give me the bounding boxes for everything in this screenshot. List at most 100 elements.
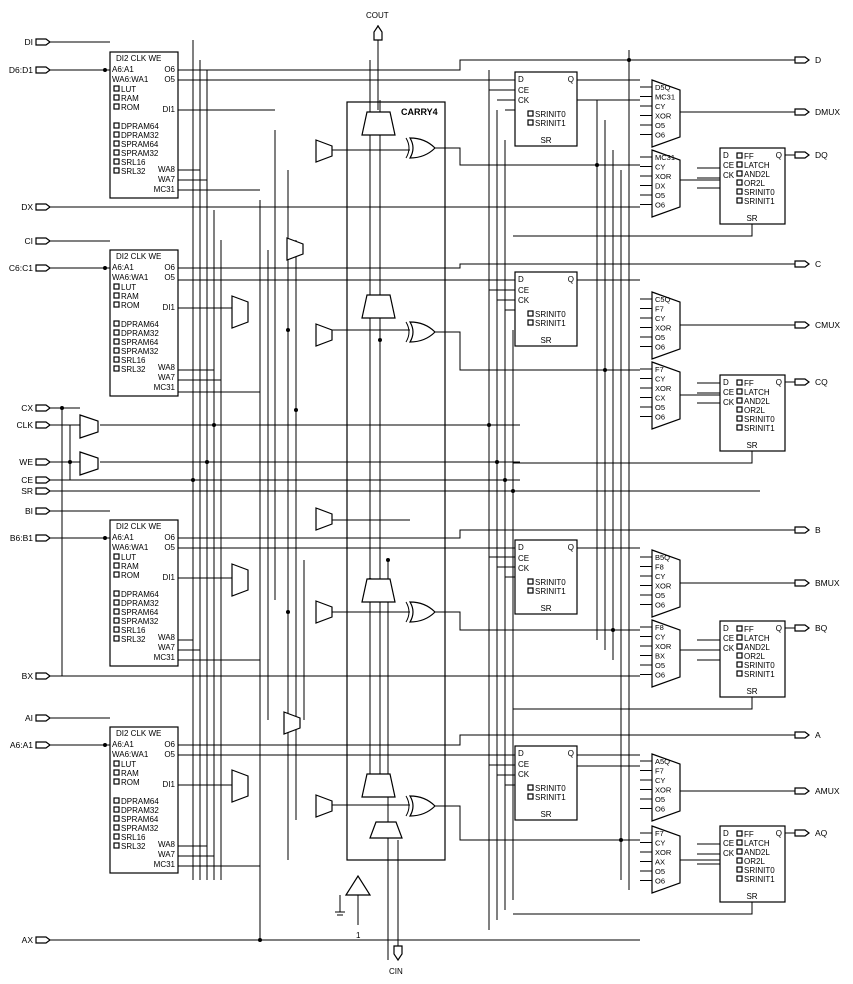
lut-top-ports: DI2 CLK WE [116, 729, 161, 738]
lut-option: DPRAM32 [121, 131, 159, 140]
mux-input-label: O6 [655, 413, 665, 422]
output-pin-cmux[interactable]: CMUX [794, 320, 840, 330]
input-pin-ai[interactable]: AI [25, 713, 51, 723]
input-pin-c6c1[interactable]: C6:C1 [9, 263, 51, 273]
output-pin-c[interactable]: C [794, 259, 821, 269]
input-label: CE [21, 475, 33, 485]
lut-option: ROM [121, 301, 140, 310]
ff-port: D [518, 275, 524, 284]
output-pin-aq[interactable]: AQ [794, 828, 828, 838]
small-mux [315, 600, 333, 624]
lut-block: DI2 CLK WEA6:A1WA6:WA1O6O5DI1LUTRAMROMDP… [109, 51, 179, 199]
mux-input-label: O6 [655, 201, 665, 210]
output-mux-group: D5QMC31CYXORO5O6C5QF7CYXORO5O6B5QF8CYXOR… [640, 79, 681, 894]
input-pin-bx[interactable]: BX [22, 671, 51, 681]
xor-gate [408, 601, 436, 623]
input-label: CLK [16, 420, 33, 430]
lut-port: O6 [164, 65, 175, 74]
lut-port: MC31 [154, 860, 176, 869]
ff-port: Q [776, 378, 782, 387]
cout-port[interactable]: COUT [366, 11, 389, 41]
output-pin-b[interactable]: B [794, 525, 821, 535]
input-pin-d6d1[interactable]: D6:D1 [9, 65, 51, 75]
output-pin-amux[interactable]: AMUX [794, 786, 840, 796]
ff-option: SRINIT0 [744, 415, 775, 424]
mux-input-label: DX [655, 182, 665, 191]
output-pin-d[interactable]: D [794, 55, 821, 65]
input-pin-ax[interactable]: AX [22, 935, 51, 945]
input-label: BI [25, 506, 33, 516]
lut-port: DI1 [163, 780, 176, 789]
output-pin-bq[interactable]: BQ [794, 623, 828, 633]
mux-input-label: B5Q [655, 553, 670, 562]
lut-port: WA8 [158, 165, 176, 174]
input-pin-sr[interactable]: SR [21, 486, 51, 496]
lut-option: SPRAM32 [121, 617, 159, 626]
lut-option: SPRAM64 [121, 608, 159, 617]
input-pin-we[interactable]: WE [19, 457, 51, 467]
mux-input-label: XOR [655, 642, 672, 651]
cin-port[interactable]: CIN [389, 945, 403, 976]
ff-port: CK [518, 770, 530, 779]
ff-port: D [723, 378, 729, 387]
input-pin-dx[interactable]: DX [21, 202, 51, 212]
lut-port: WA8 [158, 840, 176, 849]
lut-option: DPRAM64 [121, 590, 159, 599]
ff-option: SRINIT1 [535, 319, 566, 328]
ff-option: AND2L [744, 848, 770, 857]
ff-port: Q [776, 624, 782, 633]
lut-option: LUT [121, 283, 136, 292]
mux-input-label: MC31 [655, 153, 675, 162]
input-pin-bi[interactable]: BI [25, 506, 51, 516]
ff-port: CK [723, 849, 735, 858]
mux-input-label: D5Q [655, 83, 671, 92]
lut-port: O5 [164, 273, 175, 282]
lut-option: DPRAM32 [121, 329, 159, 338]
mux-input-label: XOR [655, 324, 672, 333]
lut-port: DI1 [163, 573, 176, 582]
cin-label: CIN [389, 967, 403, 976]
mux-input-label: O6 [655, 805, 665, 814]
mux-input-label: O5 [655, 591, 665, 600]
lut-option: RAM [121, 292, 139, 301]
input-label: B6:B1 [10, 533, 33, 543]
bus-lines [61, 40, 630, 960]
lut-option: SPRAM32 [121, 149, 159, 158]
carry-mux [361, 294, 396, 319]
mux-input-label: CY [655, 572, 665, 581]
input-pin-di[interactable]: DI [25, 37, 51, 47]
di-mux [231, 295, 249, 329]
input-pin-cx[interactable]: CX [21, 403, 51, 413]
input-pin-b6b1[interactable]: B6:B1 [10, 533, 51, 543]
output-pin-cq[interactable]: CQ [794, 377, 828, 387]
mux-input-label: O6 [655, 671, 665, 680]
ff-port: CE [518, 86, 529, 95]
input-pin-ci[interactable]: CI [25, 236, 51, 246]
ff-option: LATCH [744, 839, 770, 848]
input-pin-ce[interactable]: CE [21, 475, 51, 485]
ff-option: LATCH [744, 388, 770, 397]
mux-input-label: O6 [655, 131, 665, 140]
output-pin-a[interactable]: A [794, 730, 821, 740]
output-pin-bmux[interactable]: BMUX [794, 578, 840, 588]
output-pin-dmux[interactable]: DMUX [794, 107, 840, 117]
lut-port: WA7 [158, 643, 176, 652]
lut-option: SRL16 [121, 158, 146, 167]
ff-port: CE [723, 388, 734, 397]
ff-port: D [518, 75, 524, 84]
ff-option: FF [744, 379, 754, 388]
input-pin-a6a1[interactable]: A6:A1 [10, 740, 51, 750]
mux-input-label: C5Q [655, 295, 671, 304]
input-label: C6:C1 [9, 263, 33, 273]
input-pin-clk[interactable]: CLK [16, 420, 51, 430]
mux-input-label: O5 [655, 121, 665, 130]
output-pin-dq[interactable]: DQ [794, 150, 828, 160]
lut-port: A6:A1 [112, 740, 134, 749]
mux-input-label: O5 [655, 795, 665, 804]
